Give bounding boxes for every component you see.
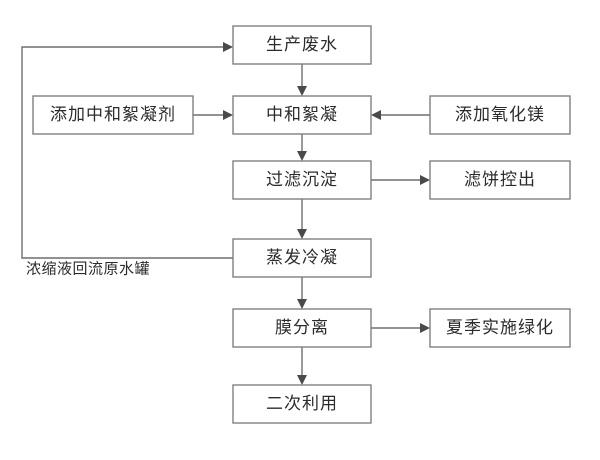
node-neutralization-flocculation[interactable]: 中和絮凝 [232, 95, 372, 135]
node-filtration-sedimentation-label: 过滤沉淀 [266, 170, 338, 189]
node-wastewater-label: 生产废水 [266, 35, 338, 54]
connector-coagulant-to-neutralize [193, 110, 233, 120]
node-add-magnesium-oxide-label: 添加氧化镁 [455, 105, 545, 124]
connector-wastewater-to-neutralize [297, 64, 307, 96]
node-secondary-reuse[interactable]: 二次利用 [232, 384, 372, 424]
node-secondary-reuse-label: 二次利用 [266, 394, 338, 413]
node-add-neutralizing-coagulant[interactable]: 添加中和絮凝剂 [32, 95, 194, 135]
node-summer-greening[interactable]: 夏季实施绿化 [429, 308, 571, 348]
connector-evaporate-recycle-feedback-loop [21, 42, 233, 259]
connector-membrane-to-reuse [297, 347, 307, 385]
node-summer-greening-label: 夏季实施绿化 [446, 318, 554, 337]
connector-filter-to-filtercake [371, 175, 430, 185]
connector-membrane-to-greening [371, 323, 430, 333]
node-membrane-separation[interactable]: 膜分离 [232, 308, 372, 348]
node-filter-cake-discharge[interactable]: 滤饼控出 [429, 160, 571, 200]
node-evaporation-condensation[interactable]: 蒸发冷凝 [232, 238, 372, 278]
connector-filter-to-evaporate [297, 199, 307, 239]
node-add-magnesium-oxide[interactable]: 添加氧化镁 [429, 95, 571, 135]
connector-evaporate-to-membrane [297, 277, 307, 309]
recycle-loop-annotation: 浓缩液回流原水罐 [26, 260, 150, 277]
node-membrane-separation-label: 膜分离 [275, 318, 329, 337]
node-neutralization-flocculation-label: 中和絮凝 [266, 105, 338, 124]
node-evaporation-condensation-label: 蒸发冷凝 [266, 248, 338, 267]
node-add-neutralizing-coagulant-label: 添加中和絮凝剂 [50, 105, 176, 124]
node-filtration-sedimentation[interactable]: 过滤沉淀 [232, 160, 372, 200]
node-wastewater[interactable]: 生产废水 [232, 25, 372, 65]
node-filter-cake-discharge-label: 滤饼控出 [464, 170, 536, 189]
connector-neutralize-to-filter [297, 134, 307, 161]
connector-mgo-to-neutralize [371, 110, 430, 120]
